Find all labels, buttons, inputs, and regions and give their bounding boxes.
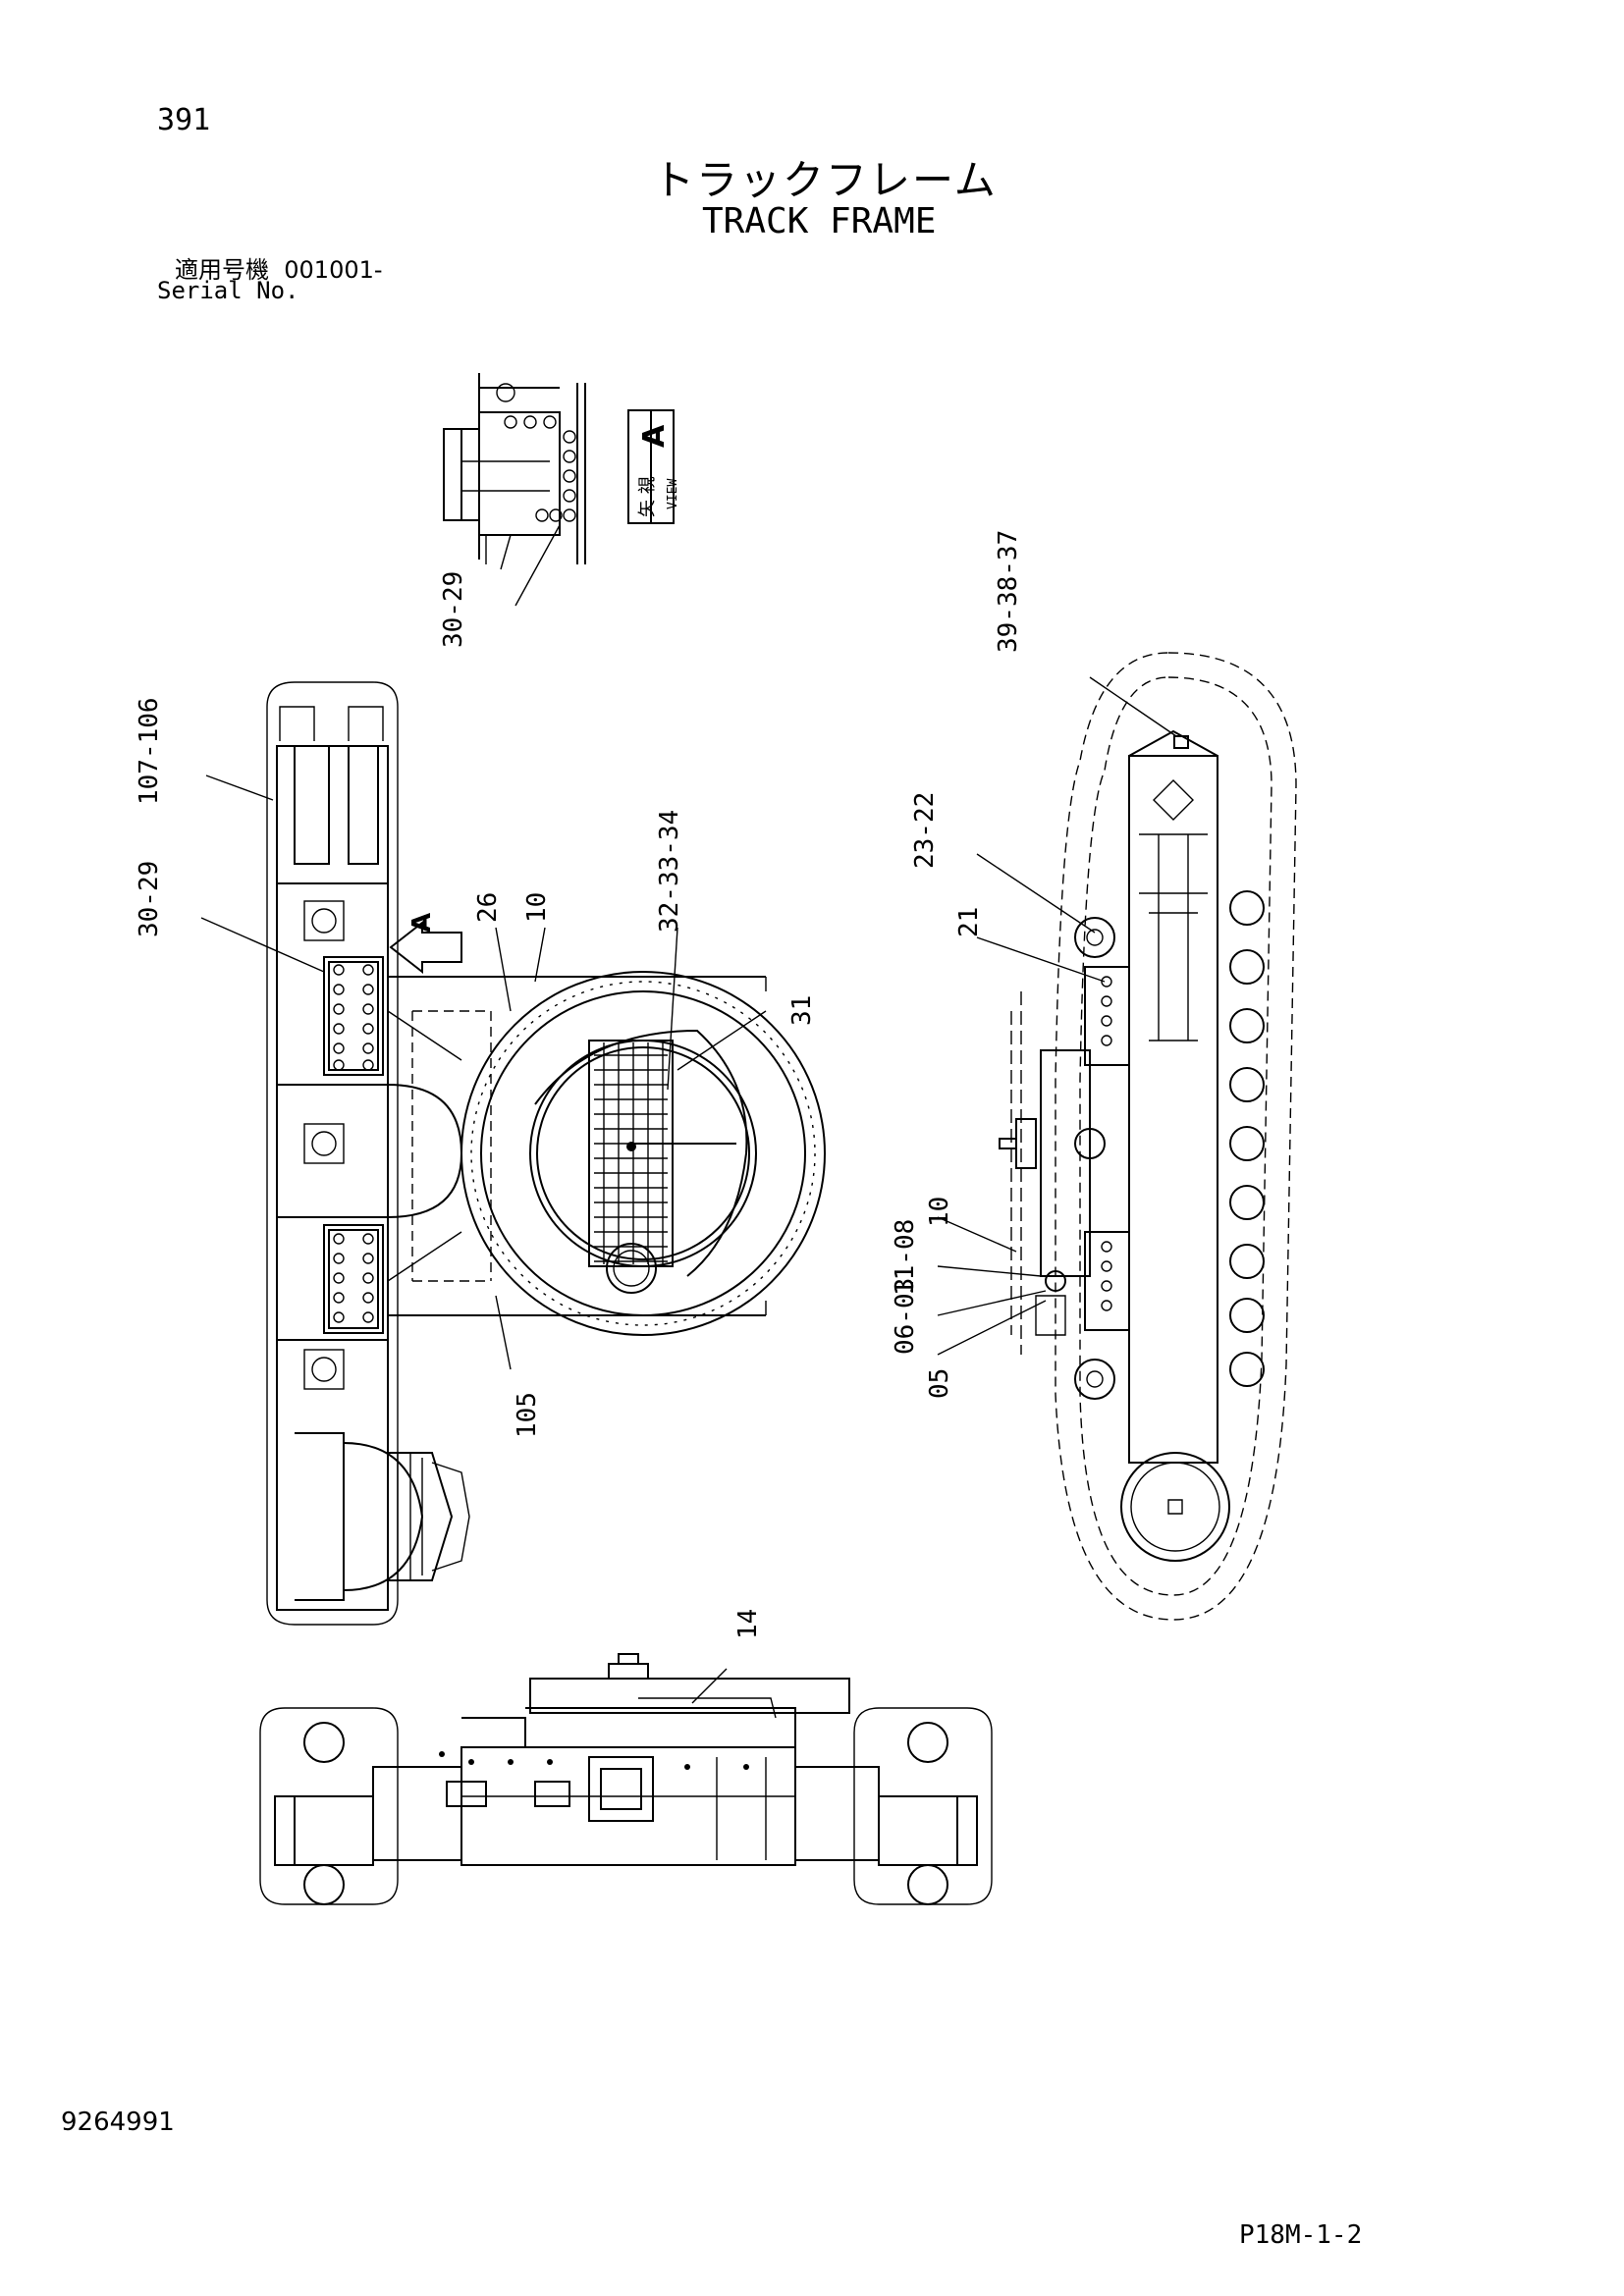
page-title-japanese: トラックフレーム <box>653 156 998 204</box>
callout-105: 105 <box>513 1392 542 1438</box>
view-a-letter: A <box>637 424 672 448</box>
callout-30-29-left: 30-29 <box>135 861 164 937</box>
serial-applicability: 適用号機 001001- <box>175 250 383 285</box>
serial-label-en: Serial No. <box>157 277 299 304</box>
view-a-detail: A 矢 視 VIEW 30-29 <box>439 373 680 648</box>
callout-32-33-34: 32-33-34 <box>655 810 684 933</box>
callout-26: 26 <box>473 892 503 923</box>
arrow-a-letter: A <box>407 913 437 933</box>
callout-107-106: 107-106 <box>135 697 164 805</box>
page-code: P18M-1-2 <box>1239 2220 1363 2250</box>
right-side-view <box>937 652 1297 1621</box>
view-a-japanese: 矢 視 <box>637 476 658 517</box>
callout-30-29-a: 30-29 <box>439 571 468 648</box>
callout-10-left: 10 <box>522 892 552 923</box>
page-number: 391 <box>157 103 211 137</box>
left-plan-view: A <box>200 681 826 1626</box>
bottom-front-view <box>259 1653 993 1905</box>
callout-10-right: 10 <box>925 1197 954 1227</box>
callout-39-38-37: 39-38-37 <box>994 530 1023 653</box>
callout-31: 31 <box>787 995 817 1026</box>
callout-14: 14 <box>733 1609 763 1639</box>
callout-05: 05 <box>925 1368 954 1399</box>
callout-06-03: 06-03 <box>891 1278 920 1355</box>
page-title-english: TRACK FRAME <box>702 201 937 241</box>
view-a-english: VIEW <box>666 479 680 509</box>
serial-value: 001001- <box>284 256 383 284</box>
serial-label-ja: 適用号機 <box>175 256 269 284</box>
callout-23-22: 23-22 <box>910 792 940 869</box>
callout-11-08: 11-08 <box>891 1219 920 1296</box>
callout-21: 21 <box>954 907 984 937</box>
document-number: 9264991 <box>61 2108 175 2137</box>
